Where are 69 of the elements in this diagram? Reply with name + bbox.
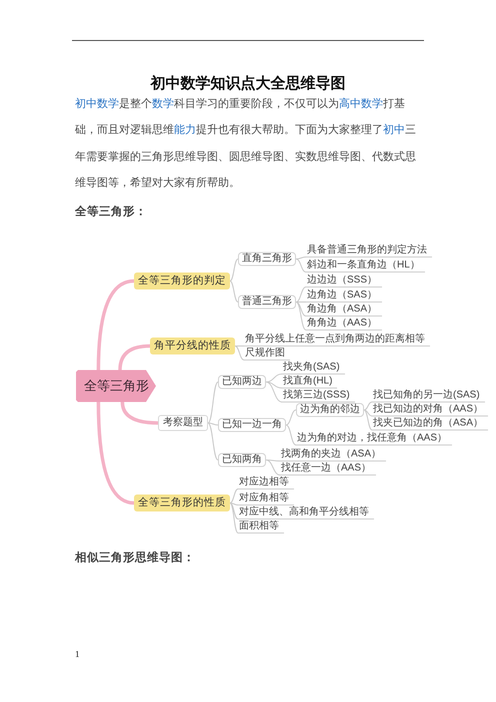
branch-curve — [96, 400, 136, 505]
connector-line — [230, 502, 238, 534]
leaf-topic: 边边边（SSS） — [306, 274, 382, 288]
text-link: 高中数学 — [339, 98, 383, 110]
connector-line — [266, 460, 280, 462]
leaf-topic: 找已知角的另一边(SAS) — [372, 390, 485, 402]
connector-line — [230, 258, 238, 282]
branch-curve — [96, 279, 136, 372]
section-heading: 相似三角形思维导图： — [75, 550, 195, 566]
connector-line — [286, 424, 296, 446]
connector-line — [230, 280, 238, 302]
topic-box: 考察题型 — [158, 415, 208, 431]
subtopic-box: 已知一边一角 — [218, 418, 286, 432]
subtopic-box: 直角三角形 — [238, 252, 296, 266]
connector-line — [364, 410, 372, 416]
connector-line — [364, 410, 372, 430]
leaf-topic: 对应中线、高和角平分线相等 — [238, 506, 374, 520]
leaf-topic: 找直角(HL) — [282, 376, 338, 388]
connector-line — [296, 302, 306, 316]
text-link: 初中数学 — [75, 98, 119, 110]
connector-line — [230, 502, 238, 520]
leaf-topic: 对应角相等 — [238, 492, 294, 506]
leaf-topic: 角角边（AAS） — [306, 318, 382, 330]
leaf-topic: 对应边相等 — [238, 476, 294, 490]
leaf-topic: 斜边和一条直角边（HL） — [306, 260, 425, 272]
leaf-topic: 角边角（ASA） — [306, 304, 382, 316]
leaf-topic: 找任意一边（AAS） — [280, 462, 376, 476]
connector-line — [296, 286, 306, 302]
leaf-topic: 找夹已知边的角（ASA） — [372, 418, 488, 430]
leaf-topic: 找夹角(SAS) — [282, 362, 345, 374]
connector-line — [266, 382, 282, 402]
page-title: 初中数学知识点大全思维导图 — [149, 74, 346, 94]
connector-line — [266, 460, 280, 476]
connector-line — [266, 374, 282, 382]
connector-line — [208, 422, 218, 426]
connector-line — [364, 402, 372, 410]
root-topic: 全等三角形 — [76, 370, 156, 402]
topic-box: 角平分线的性质 — [150, 338, 235, 354]
connector-line — [296, 302, 306, 330]
connector-line — [296, 256, 306, 260]
leaf-topic: 找两角的夹边（ASA） — [280, 448, 386, 462]
text-link: 能力 — [174, 124, 196, 136]
leaf-topic: 具备普通三角形的判定方法 — [306, 244, 432, 258]
subtopic-box: 普通三角形 — [238, 295, 296, 309]
subtopic-box: 已知两角 — [218, 453, 266, 467]
leaf-topic: 边角边（SAS） — [306, 290, 382, 302]
subtopic-box: 已知两边 — [218, 375, 266, 389]
leaf-topic: 找已知边的对角（AAS） — [372, 404, 488, 416]
leaf-topic: 尺规作图 — [244, 348, 290, 360]
connector-line — [208, 382, 218, 424]
subtopic-box: 边为角的邻边 — [296, 403, 364, 417]
branch-curve — [120, 400, 160, 425]
section-heading: 全等三角形： — [75, 204, 147, 220]
connector-line — [230, 488, 238, 504]
connector-line — [286, 410, 296, 426]
text-link: 数学 — [152, 98, 174, 110]
connector-line — [208, 422, 218, 460]
text-link: 初中 — [383, 124, 405, 136]
connector-line — [266, 382, 282, 388]
intro-paragraph: 初中数学是整个数学科目学习的重要阶段，不仅可以为高中数学打基础，而且对逻辑思维能力提升也有很大帮助。下面为大家整理了初中三年需要掌握的三角形思维导图、圆思维导图、实数思维导图、代数式思维导图等，希望对大家有所帮助。 — [75, 96, 417, 192]
topic-box: 全等三角形的判定 — [134, 272, 230, 290]
leaf-topic: 面积相等 — [238, 520, 284, 534]
branch-curve — [118, 344, 152, 372]
leaf-topic: 边为角的对边，找任意角（AAS） — [296, 432, 452, 446]
page-number: 1 — [75, 648, 80, 660]
connector-line — [234, 346, 244, 360]
leaf-topic: 角平分线上任意一点到角两边的距离相等 — [244, 334, 430, 346]
topic-box: 全等三角形的性质 — [134, 494, 230, 512]
connector-line — [296, 258, 306, 272]
